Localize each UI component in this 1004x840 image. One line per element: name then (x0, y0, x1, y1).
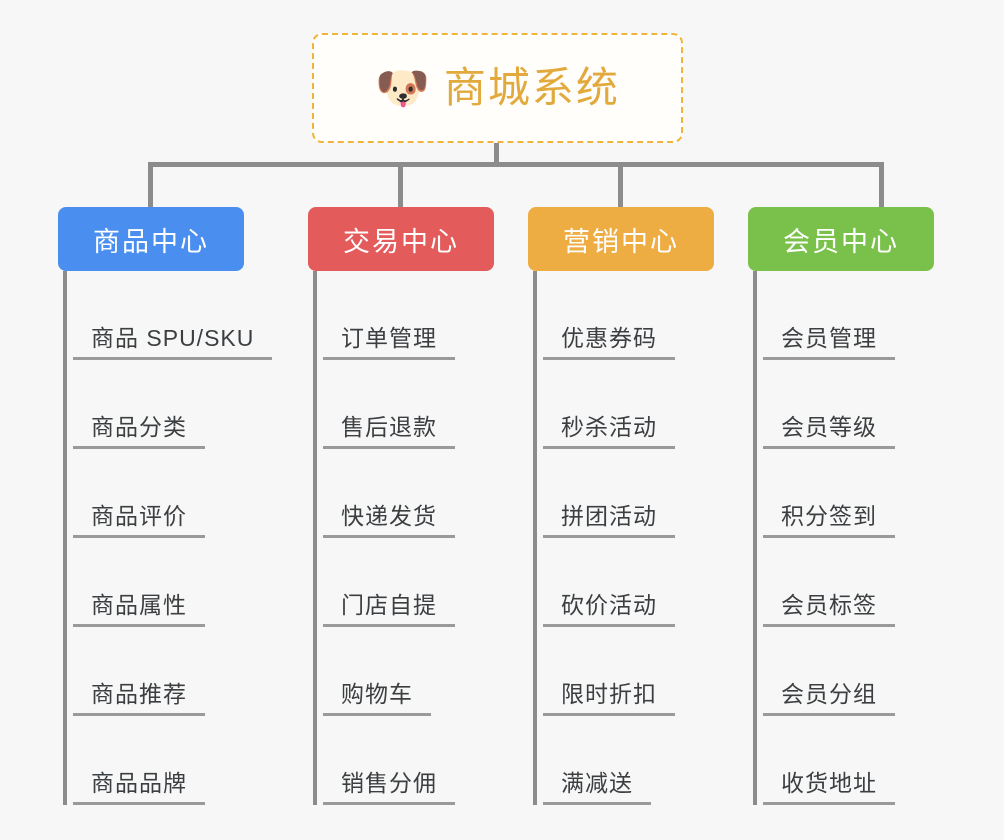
list-item[interactable]: 会员标签 (757, 538, 934, 627)
list-item-label: 门店自提 (323, 592, 455, 627)
list-item[interactable]: 拼团活动 (537, 449, 714, 538)
list-item[interactable]: 商品属性 (67, 538, 244, 627)
list-item-label: 订单管理 (323, 325, 455, 360)
list-item-label: 商品推荐 (73, 681, 205, 716)
column-product-center: 商品中心商品 SPU/SKU 商品分类商品评价商品属性商品推荐商品品牌 (58, 207, 273, 805)
list-item[interactable]: 满减送 (537, 716, 714, 805)
list-item[interactable]: 优惠券码 (537, 271, 714, 360)
connector-drop-2 (398, 162, 403, 207)
list-item-label: 销售分佣 (323, 770, 455, 805)
list-item-label: 会员标签 (763, 592, 895, 627)
connector-drop-4 (879, 162, 884, 207)
list-item[interactable]: 购物车 (317, 627, 494, 716)
list-item[interactable]: 商品推荐 (67, 627, 244, 716)
list-item-label: 售后退款 (323, 414, 455, 449)
root-node[interactable]: 🐶 商城系统 (312, 33, 683, 143)
list-item[interactable]: 门店自提 (317, 538, 494, 627)
root-title: 商城系统 (443, 64, 620, 111)
category-box-member-center[interactable]: 会员中心 (748, 207, 934, 271)
list-item-label: 秒杀活动 (543, 414, 675, 449)
connector-drop-3 (618, 162, 623, 207)
list-item[interactable]: 订单管理 (317, 271, 494, 360)
list-item-label: 收货地址 (763, 770, 895, 805)
list-item[interactable]: 限时折扣 (537, 627, 714, 716)
list-item-label: 会员管理 (763, 325, 895, 360)
list-item-label: 购物车 (323, 681, 431, 716)
list-item-label: 商品评价 (73, 503, 205, 538)
list-item[interactable]: 秒杀活动 (537, 360, 714, 449)
list-item-label: 快递发货 (323, 503, 455, 538)
connector-horizontal-bar (148, 162, 884, 167)
list-item[interactable]: 砍价活动 (537, 538, 714, 627)
list-item[interactable]: 会员管理 (757, 271, 934, 360)
list-item-label: 积分签到 (763, 503, 895, 538)
list-item[interactable]: 商品分类 (67, 360, 244, 449)
column-marketing-center: 营销中心优惠券码秒杀活动拼团活动砍价活动限时折扣满减送 (528, 207, 714, 805)
list-item[interactable]: 销售分佣 (317, 716, 494, 805)
category-box-trade-center[interactable]: 交易中心 (308, 207, 494, 271)
list-item[interactable]: 商品品牌 (67, 716, 244, 805)
item-list-member-center: 会员管理会员等级积分签到会员标签会员分组收货地址 (753, 271, 934, 805)
list-item[interactable]: 售后退款 (317, 360, 494, 449)
list-item[interactable]: 收货地址 (757, 716, 934, 805)
column-trade-center: 交易中心订单管理售后退款快递发货门店自提购物车销售分佣 (308, 207, 494, 805)
list-item-label: 满减送 (543, 770, 651, 805)
list-item-label: 限时折扣 (543, 681, 675, 716)
list-item-label: 砍价活动 (543, 592, 675, 627)
list-item[interactable]: 会员等级 (757, 360, 934, 449)
list-item[interactable]: 快递发货 (317, 449, 494, 538)
category-box-product-center[interactable]: 商品中心 (58, 207, 244, 271)
list-item-label: 商品分类 (73, 414, 205, 449)
list-item-label: 商品 SPU/SKU (73, 325, 273, 360)
list-item-label: 会员分组 (763, 681, 895, 716)
column-member-center: 会员中心会员管理会员等级积分签到会员标签会员分组收货地址 (748, 207, 934, 805)
item-list-marketing-center: 优惠券码秒杀活动拼团活动砍价活动限时折扣满减送 (533, 271, 714, 805)
list-item[interactable]: 会员分组 (757, 627, 934, 716)
shiba-dog-face-icon: 🐶 (375, 64, 430, 113)
item-list-product-center: 商品 SPU/SKU 商品分类商品评价商品属性商品推荐商品品牌 (63, 271, 273, 805)
connector-root-stem (494, 143, 499, 167)
connector-drop-1 (148, 162, 153, 207)
list-item-label: 优惠券码 (543, 325, 675, 360)
list-item-label: 拼团活动 (543, 503, 675, 538)
list-item[interactable]: 商品 SPU/SKU (67, 271, 273, 360)
category-box-marketing-center[interactable]: 营销中心 (528, 207, 714, 271)
list-item[interactable]: 商品评价 (67, 449, 244, 538)
list-item[interactable]: 积分签到 (757, 449, 934, 538)
list-item-label: 会员等级 (763, 414, 895, 449)
item-list-trade-center: 订单管理售后退款快递发货门店自提购物车销售分佣 (313, 271, 494, 805)
list-item-label: 商品属性 (73, 592, 205, 627)
list-item-label: 商品品牌 (73, 770, 205, 805)
